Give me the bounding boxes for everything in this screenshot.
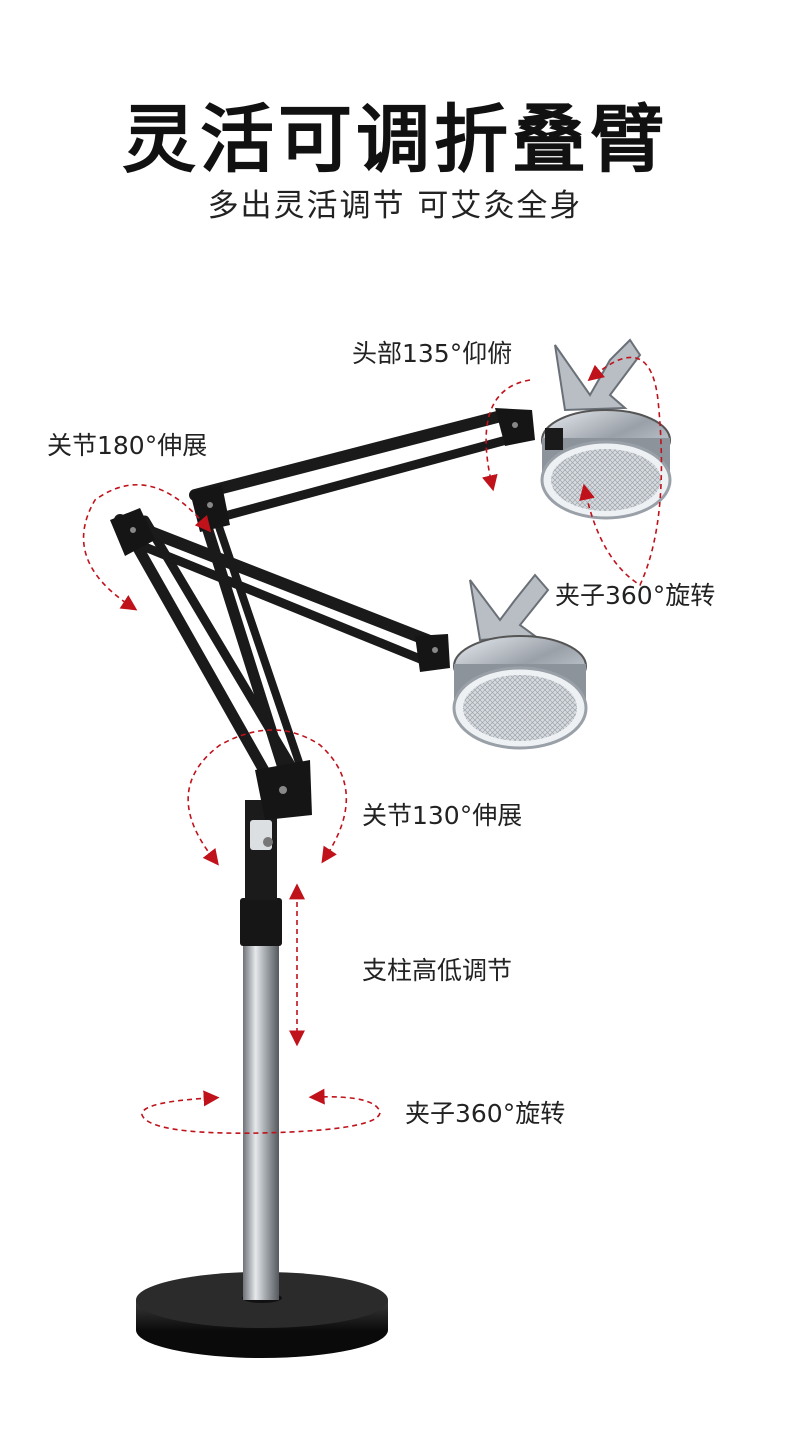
label-joint-top: 关节180°伸展 [47, 431, 208, 460]
page-title: 灵活可调折叠臂 [122, 97, 668, 183]
folding-arm [114, 409, 530, 796]
curved-arrow-icon [482, 379, 531, 492]
label-joint-bottom: 关节130°伸展 [362, 801, 523, 830]
label-head-tilt: 头部135°仰俯 [352, 339, 513, 368]
adjustment-arrows [82, 356, 663, 1134]
label-clip-rotate-lower: 夹子360°旋转 [405, 1099, 566, 1128]
lamp-head-upper [540, 338, 672, 520]
label-clip-rotate-upper: 夹子360°旋转 [555, 581, 716, 610]
curved-arrow-icon [82, 484, 212, 611]
curved-arrow-icon [187, 729, 348, 866]
support-pole [240, 800, 282, 1300]
curved-arrow-icon [579, 356, 663, 587]
label-pole-height: 支柱高低调节 [362, 956, 513, 985]
page-subtitle: 多出灵活调节 可艾灸全身 [207, 188, 583, 224]
curved-arrow-icon [141, 1088, 381, 1134]
lamp-head-lower [452, 573, 588, 750]
